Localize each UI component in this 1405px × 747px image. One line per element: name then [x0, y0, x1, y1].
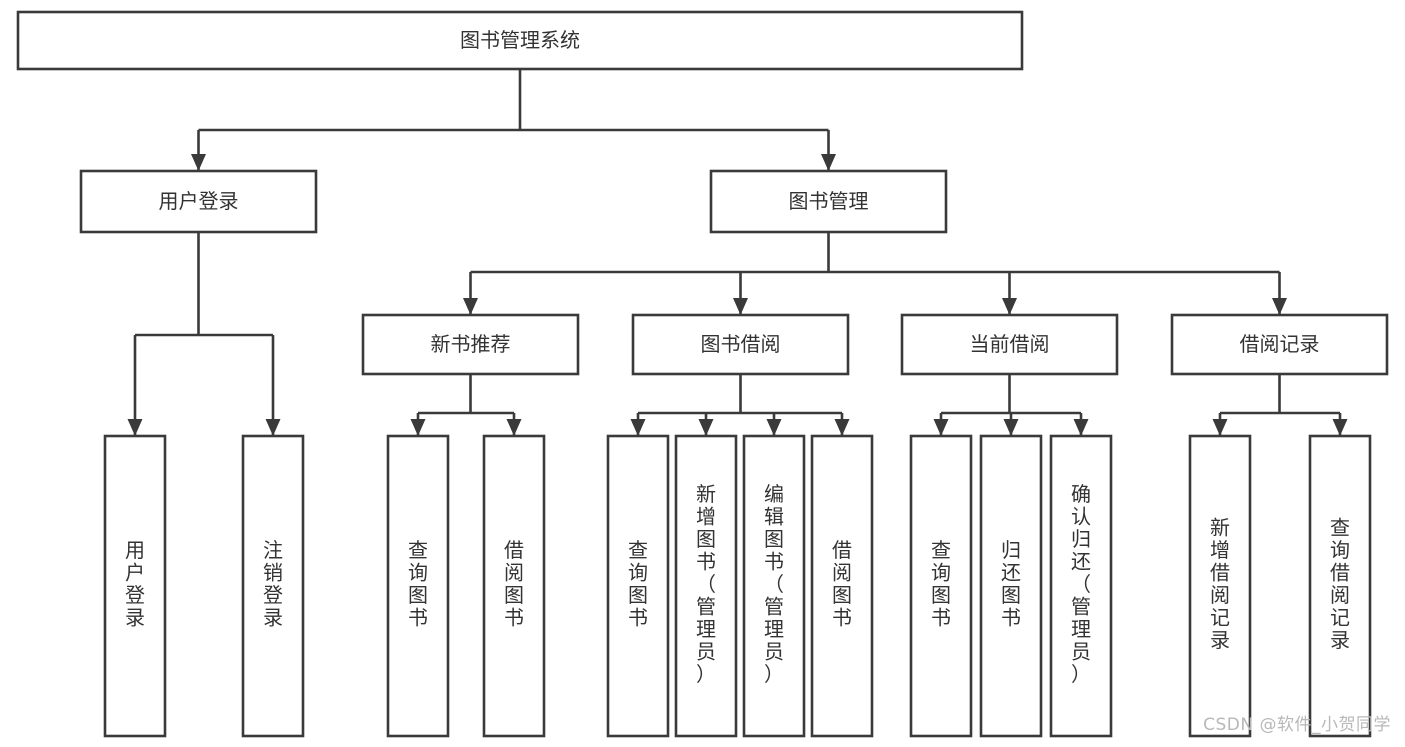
arrow-head [1003, 419, 1019, 436]
node-bb-query-book[interactable]: 查询图书 [606, 434, 670, 738]
watermark-label: CSDN @软件_小贺同学 [1203, 715, 1391, 735]
arrow-head [1073, 419, 1089, 436]
node-label-cb-return-book: 归还图书 [1001, 538, 1021, 630]
node-current-borrow[interactable]: 当前借阅 [900, 313, 1119, 376]
node-label-bb-edit-book: 编辑图书（管理员） [764, 482, 784, 686]
node-box-leaf-user-logout[interactable] [241, 434, 305, 738]
node-label-user-login: 用户登录 [159, 189, 239, 213]
node-boxes-layer: 图书管理系统用户登录用户登录注销登录图书管理新书推荐查询图书借阅图书图书借阅查询… [16, 10, 1389, 738]
node-box-current-borrow[interactable] [900, 313, 1119, 376]
node-label-current-borrow: 当前借阅 [970, 332, 1050, 356]
node-box-nbr-borrow-book[interactable] [482, 434, 546, 738]
arrow-head [506, 419, 522, 436]
connector-edges-layer [127, 69, 1348, 436]
arrow-head [1212, 419, 1228, 436]
node-borrow-record[interactable]: 借阅记录 [1170, 313, 1389, 376]
node-label-bb-borrow-book: 借阅图书 [832, 538, 852, 630]
node-box-book-management[interactable] [709, 169, 948, 234]
arrow-head [1332, 419, 1348, 436]
node-leaf-user-logout[interactable]: 注销登录 [241, 434, 305, 738]
node-bb-add-book[interactable]: 新增图书（管理员） [674, 434, 738, 738]
node-label-cb-confirm-return: 确认归还（管理员） [1071, 482, 1091, 686]
node-box-cb-return-book[interactable] [979, 434, 1043, 738]
node-cb-query-book[interactable]: 查询图书 [909, 434, 973, 738]
node-label-nbr-borrow-book: 借阅图书 [504, 538, 524, 630]
node-label-leaf-user-logout: 注销登录 [263, 538, 283, 630]
node-box-cb-confirm-return[interactable] [1049, 434, 1113, 738]
node-box-borrow-record[interactable] [1170, 313, 1389, 376]
arrow-head [630, 419, 646, 436]
arrow-head [698, 419, 714, 436]
node-br-add-record[interactable]: 新增借阅记录 [1188, 434, 1252, 738]
arrow-head [933, 419, 949, 436]
node-label-nbr-query-book: 查询图书 [408, 538, 428, 630]
node-box-bb-edit-book[interactable] [742, 434, 806, 738]
arrow-head [265, 419, 281, 436]
arrow-head [1272, 298, 1287, 315]
node-user-login[interactable]: 用户登录 [79, 169, 318, 234]
node-cb-return-book[interactable]: 归还图书 [979, 434, 1043, 738]
node-box-cb-query-book[interactable] [909, 434, 973, 738]
arrow-head [821, 154, 836, 171]
arrow-head [127, 419, 143, 436]
node-box-nbr-query-book[interactable] [386, 434, 450, 738]
node-box-br-query-record[interactable] [1308, 434, 1372, 738]
arrow-head [766, 419, 782, 436]
node-bb-edit-book[interactable]: 编辑图书（管理员） [742, 434, 806, 738]
node-nbr-borrow-book[interactable]: 借阅图书 [482, 434, 546, 738]
node-bb-borrow-book[interactable]: 借阅图书 [810, 434, 874, 738]
node-label-br-add-record: 新增借阅记录 [1210, 516, 1230, 653]
node-leaf-user-login[interactable]: 用户登录 [103, 434, 167, 738]
node-book-management[interactable]: 图书管理 [709, 169, 948, 234]
node-box-book-borrow[interactable] [631, 313, 850, 376]
node-label-new-book-recommend: 新书推荐 [431, 332, 511, 356]
node-book-borrow[interactable]: 图书借阅 [631, 313, 850, 376]
arrow-head [1002, 298, 1017, 315]
node-label-borrow-record: 借阅记录 [1240, 332, 1320, 356]
node-br-query-record[interactable]: 查询借阅记录 [1308, 434, 1372, 738]
node-box-undefined[interactable] [16, 10, 1024, 71]
node-cb-confirm-return[interactable]: 确认归还（管理员） [1049, 434, 1113, 738]
node-label-book-borrow: 图书借阅 [701, 332, 781, 356]
node-label-br-query-record: 查询借阅记录 [1330, 516, 1350, 653]
node-box-user-login[interactable] [79, 169, 318, 234]
arrow-head [191, 154, 206, 171]
node-box-bb-add-book[interactable] [674, 434, 738, 738]
node-label-bb-query-book: 查询图书 [628, 538, 648, 630]
node-undefined[interactable]: 图书管理系统 [16, 10, 1024, 71]
node-new-book-recommend[interactable]: 新书推荐 [361, 313, 580, 376]
node-label-book-management: 图书管理 [789, 189, 869, 213]
node-box-leaf-user-login[interactable] [103, 434, 167, 738]
arrow-head [733, 298, 748, 315]
node-box-bb-borrow-book[interactable] [810, 434, 874, 738]
node-label-cb-query-book: 查询图书 [931, 538, 951, 630]
node-label-bb-add-book: 新增图书（管理员） [696, 482, 716, 686]
node-label-leaf-user-login: 用户登录 [125, 538, 145, 630]
node-box-bb-query-book[interactable] [606, 434, 670, 738]
node-box-br-add-record[interactable] [1188, 434, 1252, 738]
node-nbr-query-book[interactable]: 查询图书 [386, 434, 450, 738]
arrow-head [463, 298, 478, 315]
node-label-undefined: 图书管理系统 [460, 28, 580, 52]
node-box-new-book-recommend[interactable] [361, 313, 580, 376]
arrow-head [834, 419, 850, 436]
arrow-head [410, 419, 426, 436]
